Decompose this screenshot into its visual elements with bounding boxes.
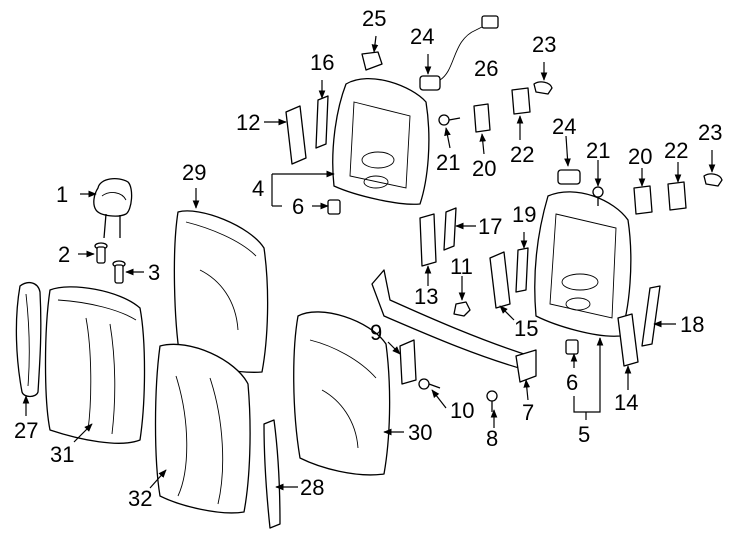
callout-5: 5 bbox=[578, 422, 590, 447]
callout-22a: 22 bbox=[510, 142, 534, 167]
callout-19: 19 bbox=[512, 202, 536, 227]
callout-30: 30 bbox=[408, 420, 432, 445]
backrest-frame-part-4 bbox=[332, 78, 430, 205]
callout-32: 32 bbox=[128, 486, 152, 511]
cover-part-22a bbox=[511, 87, 531, 115]
callout-28: 28 bbox=[300, 475, 324, 500]
cushion-part-31 bbox=[44, 286, 146, 444]
callout-6b: 6 bbox=[566, 370, 578, 395]
cap-part-23b bbox=[703, 173, 723, 187]
callout-21b: 21 bbox=[586, 138, 610, 163]
bracket-part-14 bbox=[617, 313, 639, 367]
headrest-part bbox=[93, 177, 133, 239]
bracket-part-16 bbox=[315, 95, 329, 149]
callout-12: 12 bbox=[236, 110, 260, 135]
nut-part bbox=[453, 301, 471, 317]
callout-3: 3 bbox=[148, 260, 160, 285]
callout-16: 16 bbox=[310, 50, 334, 75]
strip-part-18 bbox=[641, 285, 661, 347]
callout-24b: 24 bbox=[552, 114, 576, 139]
bracket-part-12 bbox=[285, 105, 307, 165]
center-cover-part bbox=[293, 311, 391, 476]
callout-26: 26 bbox=[474, 56, 498, 81]
callout-29: 29 bbox=[182, 160, 206, 185]
latch-part-24b bbox=[557, 169, 581, 185]
guide-part-3 bbox=[112, 260, 126, 284]
guide-part-2 bbox=[94, 242, 108, 264]
callout-23a: 23 bbox=[532, 32, 556, 57]
callout-6a: 6 bbox=[292, 194, 304, 219]
bracket-part-13 bbox=[419, 213, 437, 267]
callout-labels: 1 2 3 4 5 6 6 7 8 9 10 11 12 13 14 15 16… bbox=[14, 6, 722, 511]
bracket-part-15 bbox=[489, 251, 511, 309]
latch-part-24a bbox=[419, 75, 441, 91]
bolt-part-21a bbox=[438, 114, 461, 126]
bolt-part-8 bbox=[486, 390, 498, 412]
bolt-part-10 bbox=[418, 378, 441, 390]
callout-4: 4 bbox=[252, 176, 264, 201]
frame-bar-part bbox=[371, 269, 537, 385]
clip-part-6b bbox=[565, 339, 579, 355]
bracket-part-17 bbox=[443, 207, 457, 251]
hinge-part-20a bbox=[473, 103, 491, 133]
bolt-part-21b bbox=[592, 186, 604, 206]
callout-11: 11 bbox=[450, 254, 473, 279]
callout-24a: 24 bbox=[410, 24, 434, 49]
callout-25: 25 bbox=[362, 6, 386, 31]
cap-part-23a bbox=[533, 81, 553, 95]
callout-7: 7 bbox=[522, 400, 534, 425]
callout-9: 9 bbox=[370, 320, 382, 345]
callout-31: 31 bbox=[50, 442, 74, 467]
callout-22b: 22 bbox=[664, 138, 688, 163]
callout-23b: 23 bbox=[698, 120, 722, 145]
callout-21a: 21 bbox=[436, 150, 460, 175]
trim-strip-part bbox=[263, 419, 281, 529]
callout-14: 14 bbox=[614, 390, 638, 415]
callout-15: 15 bbox=[514, 316, 538, 341]
leader-lines bbox=[22, 35, 716, 491]
cushion-part-32 bbox=[154, 343, 251, 514]
callout-2: 2 bbox=[58, 242, 70, 267]
clip-part-6a bbox=[327, 199, 341, 215]
side-trim-part bbox=[15, 281, 42, 398]
backrest-frame-part-5 bbox=[534, 191, 632, 337]
callout-13: 13 bbox=[414, 284, 438, 309]
callout-20a: 20 bbox=[472, 156, 496, 181]
callout-18: 18 bbox=[680, 312, 704, 337]
bracket-part-19 bbox=[515, 247, 529, 293]
clip-part-25 bbox=[361, 51, 383, 71]
cable-part bbox=[439, 15, 499, 81]
cover-part-22b bbox=[667, 181, 687, 211]
callout-1: 1 bbox=[56, 182, 68, 207]
callout-17: 17 bbox=[478, 214, 502, 239]
callout-27: 27 bbox=[14, 418, 38, 443]
backrest-cover-part bbox=[173, 210, 269, 373]
callout-8: 8 bbox=[486, 426, 498, 451]
callout-10: 10 bbox=[450, 398, 474, 423]
callout-20b: 20 bbox=[628, 144, 652, 169]
hinge-part-20b bbox=[633, 185, 653, 215]
